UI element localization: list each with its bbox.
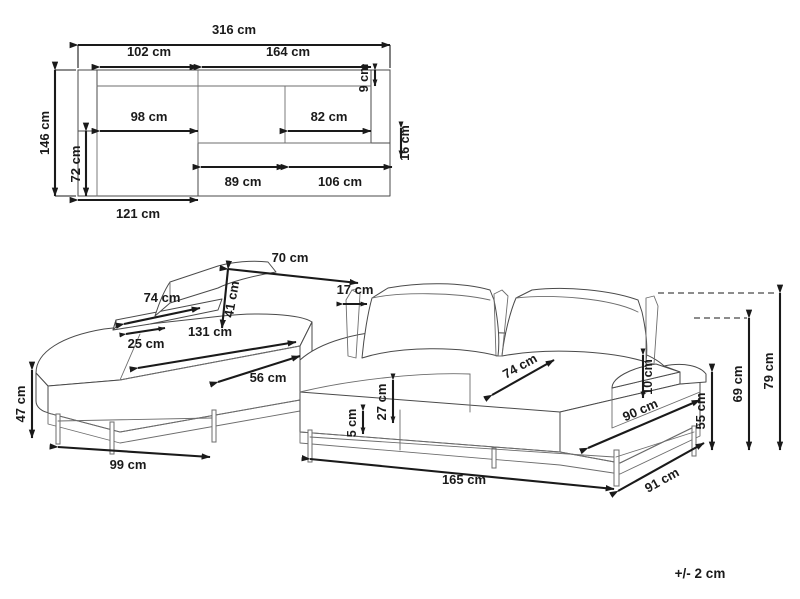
leg-chaise-front	[109, 421, 115, 455]
dim-label-main-width: 164 cm	[266, 44, 310, 59]
dim-cushion-gap: 17 cm	[336, 282, 374, 307]
dim-chaise-height: 47 cm	[13, 361, 36, 439]
dim-seat-depth-right: 106 cm	[280, 163, 393, 189]
dim-label-overall-depth: 146 cm	[37, 111, 52, 155]
dim-label-chaise-depth-offset: 72 cm	[68, 146, 83, 183]
dim-chaise-base-width: 99 cm	[49, 443, 211, 472]
dim-label-overall-width: 316 cm	[212, 22, 256, 37]
dim-chaise-depth-offset: 72 cm	[68, 122, 90, 197]
dim-backrest-cushion-width: 70 cm	[219, 250, 359, 286]
dim-label-chaise-width: 102 cm	[127, 44, 171, 59]
dim-label-arm-height: 69 cm	[730, 366, 745, 403]
dim-chaise-arm-length: 74 cm	[115, 290, 201, 329]
dim-overall-depth: 146 cm	[37, 61, 76, 197]
dim-arm-height: 69 cm	[694, 309, 753, 451]
dim-frame-rail: 5 cm	[345, 404, 366, 438]
dim-chaise-seat-length: 131 cm	[129, 324, 297, 373]
dim-arm-height-small: 10 cm	[640, 348, 655, 399]
dim-seat-cushion-thickness: 27 cm	[374, 373, 396, 424]
leg-chaise-left	[55, 413, 61, 445]
dim-label-arm-thickness: 16 cm	[398, 125, 412, 160]
dim-label-backrest-cushion-height: 41 cm	[221, 280, 242, 319]
dim-back-height: 79 cm	[658, 284, 784, 451]
leg-main-center	[491, 447, 497, 469]
dim-label-back-height: 79 cm	[761, 353, 776, 390]
leg-main-front-right	[613, 449, 620, 487]
dim-backrest-cushion-height: 41 cm	[219, 260, 242, 329]
dim-label-cushion-gap: 17 cm	[337, 282, 374, 297]
dim-label-main-base-width: 165 cm	[442, 472, 486, 487]
dim-label-seat-depth-right: 106 cm	[318, 174, 362, 189]
dim-label-chaise-arm-length: 74 cm	[144, 290, 181, 305]
dim-label-chaise-depth: 121 cm	[116, 206, 160, 221]
dim-label-seat-cushion-thickness: 27 cm	[374, 384, 389, 421]
dim-overall-width: 316 cm	[69, 22, 391, 68]
dim-label-right-seat-inner: 82 cm	[311, 109, 348, 124]
dim-arm-thickness: 16 cm	[398, 121, 412, 161]
dim-main-base-width: 165 cm	[301, 454, 615, 492]
dim-label-chaise-height: 47 cm	[13, 386, 28, 423]
dim-chaise-inner: 98 cm	[91, 109, 199, 135]
leg-main-back-right	[691, 425, 697, 457]
dim-seat-depth-left: 89 cm	[192, 163, 286, 189]
dim-main-width: 164 cm	[193, 44, 372, 71]
dim-label-chaise-seat-length: 131 cm	[188, 324, 232, 339]
tolerance-note: +/- 2 cm	[675, 566, 726, 581]
dim-label-back-thickness: 9 cm	[357, 64, 371, 93]
dim-right-seat-inner: 82 cm	[279, 109, 372, 135]
dim-label-seat-depth-left: 89 cm	[225, 174, 262, 189]
leg-chaise-mid	[211, 409, 217, 443]
leg-main-left	[307, 429, 313, 463]
perspective-view-group: 70 cm 41 cm 74 cm 25 cm 131 cm 56 cm	[13, 250, 784, 498]
dim-label-chaise-arm-width: 25 cm	[128, 336, 165, 351]
dim-back-thickness: 9 cm	[357, 63, 378, 93]
dim-label-frame-rail: 5 cm	[345, 409, 359, 438]
dim-label-seat-height: 55 cm	[693, 393, 708, 430]
dim-label-chaise-seat-width: 56 cm	[250, 370, 287, 385]
dim-seat-height: 55 cm	[693, 363, 716, 451]
dim-chaise-seat-width: 56 cm	[209, 354, 301, 388]
dim-label-backrest-cushion-width: 70 cm	[272, 250, 309, 265]
dim-label-chaise-inner: 98 cm	[131, 109, 168, 124]
top-view-group: 316 cm 102 cm 164 cm 146 cm 72 cm 98 cm	[37, 22, 412, 221]
dim-chaise-depth: 121 cm	[69, 196, 199, 221]
dim-chaise-width: 102 cm	[91, 44, 199, 71]
dim-label-chaise-base-width: 99 cm	[110, 457, 147, 472]
dim-label-arm-height-small: 10 cm	[641, 359, 655, 394]
